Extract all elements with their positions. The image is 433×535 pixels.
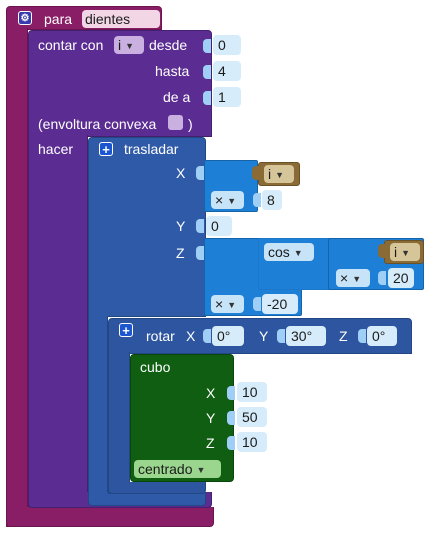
plus-icon[interactable]: +: [99, 142, 113, 156]
chevron-down-icon: ▼: [293, 248, 303, 258]
cube-y-label: Y: [206, 410, 216, 426]
socket: [196, 166, 204, 180]
loop-label: contar con: [38, 37, 104, 53]
socket: [227, 436, 235, 450]
step-label: de a: [163, 89, 191, 105]
translate-body: [88, 160, 206, 317]
procedure-label: para: [44, 11, 73, 27]
plus-icon[interactable]: +: [119, 323, 133, 337]
hull-label: (envoltura convexa: [38, 116, 157, 132]
from-label: desde: [149, 37, 188, 53]
socket: [227, 411, 235, 425]
translate-footer: [88, 492, 206, 506]
operator-dropdown[interactable]: ×▼: [211, 191, 244, 209]
chevron-down-icon: ▼: [227, 300, 237, 310]
rotate-block[interactable]: [108, 318, 412, 354]
rotate-y-label: Y: [259, 328, 269, 344]
from-value[interactable]: 0: [213, 35, 241, 55]
procedure-footer: [6, 507, 214, 527]
procedure-name: dientes: [85, 11, 131, 27]
rotate-x-label: X: [186, 328, 196, 344]
socket: [203, 39, 211, 53]
socket: [203, 329, 211, 343]
loop-body-left: [28, 135, 88, 507]
operator-dropdown[interactable]: ×▼: [211, 295, 244, 313]
rotate-label: rotar: [146, 328, 175, 344]
cube-y-value[interactable]: 50: [237, 407, 267, 427]
loop-variable-dropdown[interactable]: i▼: [114, 36, 144, 54]
translate-y-label: Y: [176, 218, 186, 234]
chevron-down-icon: ▼: [227, 196, 237, 206]
variable-dropdown[interactable]: i▼: [390, 243, 420, 261]
do-label: hacer: [38, 141, 74, 157]
socket: [227, 386, 235, 400]
rotate-body-left: [108, 352, 130, 494]
rotate-z-label: Z: [339, 328, 348, 344]
hull-checkbox[interactable]: [168, 115, 183, 130]
socket: [253, 193, 261, 207]
translate-z-offset[interactable]: -20: [262, 294, 298, 314]
chevron-down-icon: ▼: [401, 248, 411, 258]
chevron-down-icon: ▼: [352, 274, 362, 284]
socket: [277, 329, 285, 343]
rotate-z-value[interactable]: 0°: [367, 326, 397, 346]
cube-x-value[interactable]: 10: [237, 382, 267, 402]
to-label: hasta: [155, 63, 190, 79]
translate-x-factor[interactable]: 8: [262, 190, 282, 210]
chevron-down-icon: ▼: [275, 170, 285, 180]
socket: [196, 246, 204, 260]
socket: [378, 271, 386, 285]
cube-label: cubo: [140, 359, 171, 375]
translate-x-label: X: [176, 165, 186, 181]
to-value[interactable]: 4: [213, 61, 241, 81]
gear-icon[interactable]: ⚙: [18, 11, 32, 25]
translate-z-label: Z: [176, 245, 185, 261]
socket: [196, 219, 204, 233]
chevron-down-icon: ▼: [196, 465, 206, 475]
translate-label: trasladar: [124, 141, 179, 157]
socket: [203, 65, 211, 79]
chevron-down-icon: ▼: [125, 41, 135, 51]
hull-close: ): [188, 116, 193, 132]
function-dropdown[interactable]: cos▼: [264, 243, 314, 261]
rotate-footer: [108, 482, 206, 494]
step-value[interactable]: 1: [213, 87, 241, 107]
socket: [253, 297, 261, 311]
translate-z-factor[interactable]: 20: [388, 268, 414, 288]
procedure-body-left: [6, 28, 28, 527]
variable-dropdown[interactable]: i▼: [264, 165, 294, 183]
socket: [378, 244, 386, 258]
socket: [252, 166, 260, 180]
rotate-y-value[interactable]: 30°: [286, 326, 326, 346]
socket: [358, 329, 366, 343]
translate-body-left: [88, 316, 108, 494]
translate-y-value[interactable]: 0: [206, 216, 232, 236]
procedure-name-field[interactable]: dientes: [82, 10, 160, 28]
operator-dropdown[interactable]: ×▼: [336, 269, 370, 287]
cube-x-label: X: [206, 385, 216, 401]
center-dropdown[interactable]: centrado▼: [134, 460, 221, 478]
cube-z-value[interactable]: 10: [237, 432, 267, 452]
rotate-x-value[interactable]: 0°: [212, 326, 244, 346]
socket: [203, 91, 211, 105]
cube-z-label: Z: [206, 435, 215, 451]
